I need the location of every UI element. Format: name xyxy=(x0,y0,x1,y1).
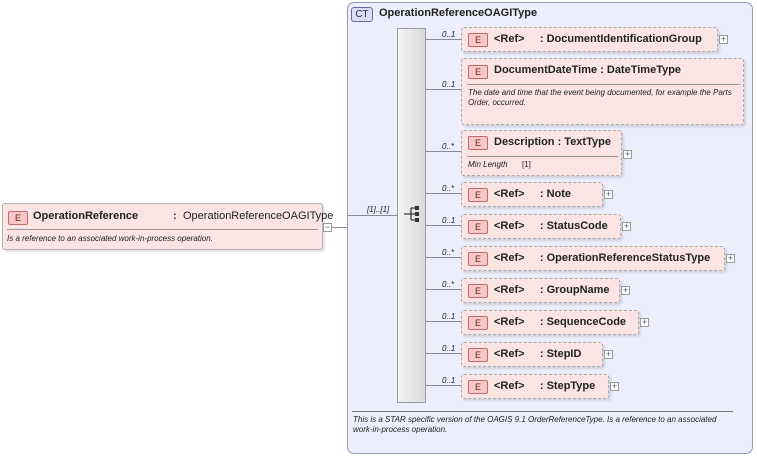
child-element-operation-reference-status-type[interactable]: E <Ref> : OperationReferenceStatusType xyxy=(461,246,725,271)
child-cardinality: 0..1 xyxy=(442,216,456,225)
facet-value: [1] xyxy=(522,160,531,169)
child-cardinality: 0..1 xyxy=(442,376,456,385)
expand-icon[interactable]: + xyxy=(610,381,619,391)
element-badge: E xyxy=(468,188,488,202)
child-cardinality: 0..1 xyxy=(442,80,456,89)
root-element-type: OperationReferenceOAGIType xyxy=(183,210,334,222)
expand-icon[interactable]: + xyxy=(726,253,735,263)
expand-icon[interactable]: + xyxy=(604,349,613,359)
element-badge: E xyxy=(8,211,28,225)
element-separator-line xyxy=(467,84,740,85)
expand-icon[interactable]: + xyxy=(640,317,649,327)
complex-type-doc: This is a STAR specific version of the O… xyxy=(353,415,717,434)
child-cardinality: 0..* xyxy=(442,142,455,151)
child-element-label: <Ref> : OperationReferenceStatusType xyxy=(494,252,711,264)
complex-type-title: OperationReferenceOAGIType xyxy=(379,7,538,19)
child-cardinality: 0..1 xyxy=(442,312,456,321)
expand-icon[interactable]: + xyxy=(623,149,632,159)
connector-line xyxy=(426,353,461,354)
child-element-label: Description : TextType xyxy=(494,136,611,148)
child-cardinality: 0..* xyxy=(442,248,455,257)
element-badge: E xyxy=(468,65,488,79)
root-element-name: OperationReference xyxy=(33,210,139,222)
child-element-label: <Ref> : DocumentIdentificationGroup xyxy=(494,33,702,45)
element-badge: E xyxy=(468,348,488,362)
connector-line xyxy=(426,39,461,40)
facet-label: Min Length xyxy=(468,160,508,169)
child-element-label: <Ref> : GroupName xyxy=(494,284,610,296)
child-cardinality: 0..1 xyxy=(442,344,456,353)
element-badge: E xyxy=(468,380,488,394)
connector-line xyxy=(332,227,347,228)
connector-line xyxy=(347,215,397,216)
root-separator-line xyxy=(7,229,318,230)
child-element-description[interactable]: E Description : TextType Min Length [1] xyxy=(461,130,622,176)
element-badge: E xyxy=(468,284,488,298)
expand-icon[interactable]: + xyxy=(622,221,631,231)
child-element-note[interactable]: E <Ref> : Note xyxy=(461,182,603,207)
expand-icon[interactable]: + xyxy=(604,189,613,199)
child-element-document-date-time[interactable]: E DocumentDateTime : DateTimeType The da… xyxy=(461,58,744,125)
child-element-label: DocumentDateTime : DateTimeType xyxy=(494,64,682,76)
element-badge: E xyxy=(468,136,488,150)
expand-icon[interactable]: + xyxy=(621,285,630,295)
child-element-group-name[interactable]: E <Ref> : GroupName xyxy=(461,278,620,303)
connector-line xyxy=(426,321,461,322)
connector-line xyxy=(426,289,461,290)
root-element-separator: : xyxy=(173,210,177,222)
element-badge: E xyxy=(468,252,488,266)
root-element-box[interactable]: E OperationReference : OperationReferenc… xyxy=(2,203,333,250)
child-element-label: <Ref> : StepID xyxy=(494,348,582,360)
child-element-status-code[interactable]: E <Ref> : StatusCode xyxy=(461,214,621,239)
connector-line xyxy=(426,89,461,90)
collapse-icon[interactable]: − xyxy=(323,222,332,232)
child-element-step-id[interactable]: E <Ref> : StepID xyxy=(461,342,603,367)
connector-line xyxy=(426,151,461,152)
child-cardinality: 0..* xyxy=(442,184,455,193)
complex-type-separator-line xyxy=(352,411,733,412)
connector-line xyxy=(426,385,461,386)
sequence-cardinality: [1]..[1] xyxy=(367,205,390,214)
child-element-step-type[interactable]: E <Ref> : StepType xyxy=(461,374,609,399)
child-element-label: <Ref> : StatusCode xyxy=(494,220,608,232)
element-separator-line xyxy=(467,156,618,157)
child-element-doc: The date and time that the event being d… xyxy=(468,88,732,107)
connector-line xyxy=(426,257,461,258)
child-element-sequence-code[interactable]: E <Ref> : SequenceCode xyxy=(461,310,639,335)
complex-type-badge: CT xyxy=(351,7,373,22)
child-element-document-identification-group[interactable]: E <Ref> : DocumentIdentificationGroup xyxy=(461,27,718,52)
root-element-doc: Is a reference to an associated work-in-… xyxy=(7,234,213,243)
child-cardinality: 0..* xyxy=(442,280,455,289)
element-badge: E xyxy=(468,220,488,234)
expand-icon[interactable]: + xyxy=(719,34,728,44)
element-badge: E xyxy=(468,33,488,47)
connector-line xyxy=(426,193,461,194)
child-element-label: <Ref> : Note xyxy=(494,188,572,200)
child-element-label: <Ref> : SequenceCode xyxy=(494,316,627,328)
connector-line xyxy=(426,225,461,226)
sequence-icon xyxy=(404,206,419,222)
element-badge: E xyxy=(468,316,488,330)
child-element-label: <Ref> : StepType xyxy=(494,380,596,392)
child-cardinality: 0..1 xyxy=(442,30,456,39)
